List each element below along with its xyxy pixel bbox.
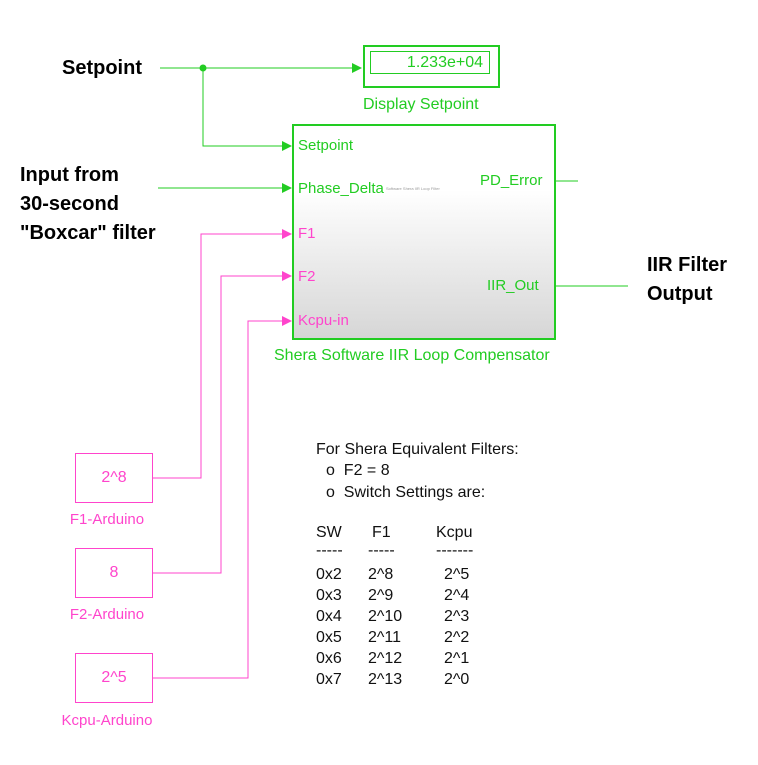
table-cell: 0x3 [316,587,342,604]
f1-arduino-label: F1-Arduino [69,511,145,528]
table-rule: ------- [436,542,474,559]
input-from-label-line1: Input from [20,164,119,186]
table-cell: 0x6 [316,650,342,667]
kcpu-arduino-constant[interactable]: 2^5 [75,653,153,703]
f2-line [153,271,292,574]
display-setpoint-label: Display Setpoint [363,96,479,113]
table-cell: 0x7 [316,671,342,688]
table-cell: 0x5 [316,629,342,646]
f1-arduino-constant[interactable]: 2^8 [75,453,153,503]
port-f2[interactable]: F2 [298,268,316,285]
display-value: 1.233e+04 [370,51,490,74]
subsystem-inner-title: Software Shera IIR Loop Filter [386,186,440,191]
table-header-cell: SW [316,524,342,541]
iir-compensator-subsystem[interactable]: Software Shera IIR Loop Filter [292,124,556,340]
note-bullet-2: o Switch Settings are: [326,484,486,501]
f2-arduino-label: F2-Arduino [69,606,145,623]
table-cell: 2^13 [368,671,403,688]
port-kcpu-in[interactable]: Kcpu-in [298,312,349,329]
table-cell: 2^12 [368,650,403,667]
kcpu-line [153,316,292,679]
port-phase-delta[interactable]: Phase_Delta [298,180,384,197]
table-cell: 2^10 [368,608,403,625]
f1-line [153,229,292,479]
table-cell: 0x2 [316,566,342,583]
port-f1[interactable]: F1 [298,225,316,242]
table-cell: 2^0 [444,671,470,688]
table-cell: 0x4 [316,608,342,625]
table-rule: ----- [316,542,343,559]
kcpu-arduino-label: Kcpu-Arduino [61,712,153,729]
table-header-cell: Kcpu [436,524,473,541]
table-cell: 2^9 [368,587,394,604]
table-cell: 2^2 [444,629,470,646]
port-pd-error[interactable]: PD_Error [480,172,543,189]
port-iir-out[interactable]: IIR_Out [487,277,539,294]
table-cell: 2^11 [368,629,402,646]
subsystem-label: Shera Software IIR Loop Compensator [274,347,550,364]
note-heading: For Shera Equivalent Filters: [316,441,519,458]
note-bullet-1: o F2 = 8 [326,462,390,479]
table-cell: 2^8 [368,566,394,583]
table-cell: 2^4 [444,587,470,604]
iir-output-label-line1: IIR Filter [647,254,728,276]
f2-arduino-constant[interactable]: 8 [75,548,153,598]
input-from-label-line2: 30-second [20,193,119,215]
display-setpoint-block[interactable]: 1.233e+04 [363,45,500,88]
branch-point [199,64,207,72]
table-cell: 2^5 [444,566,470,583]
input-from-label-line3: "Boxcar" filter [20,222,156,244]
iir-output-label-line2: Output [647,283,713,305]
port-setpoint[interactable]: Setpoint [298,137,354,154]
setpoint-branch-line [202,68,292,151]
table-rule: ----- [368,542,395,559]
table-cell: 2^1 [444,650,470,667]
setpoint-label: Setpoint [62,57,142,79]
table-cell: 2^3 [444,608,470,625]
table-header-cell: F1 [372,524,391,541]
